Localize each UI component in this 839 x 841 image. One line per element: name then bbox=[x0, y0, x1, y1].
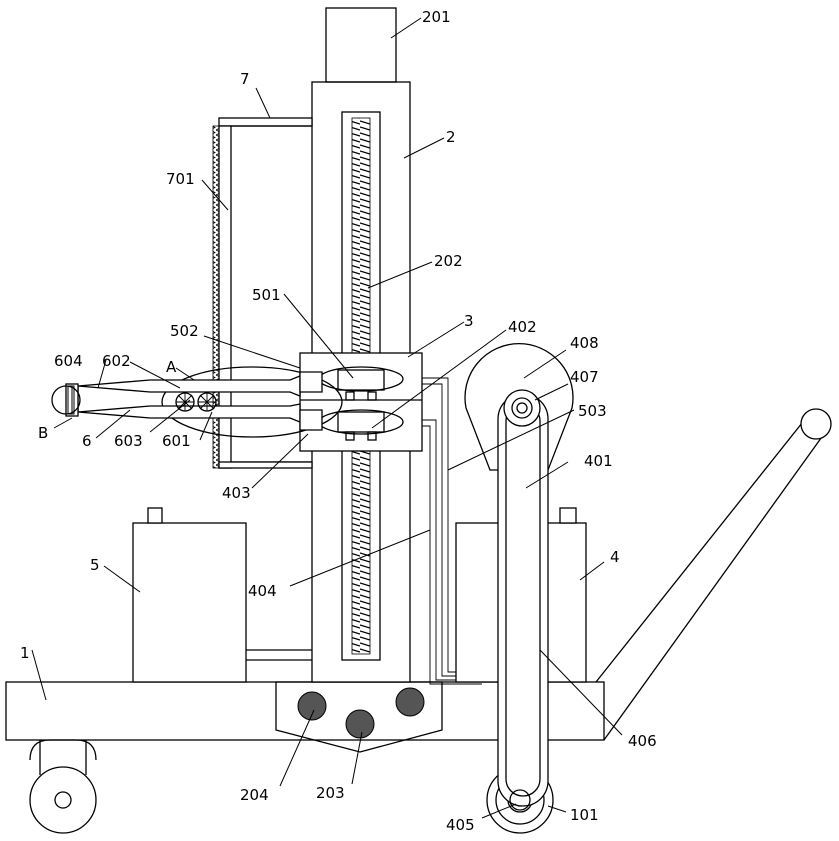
label-602: 602 bbox=[102, 352, 131, 370]
label-403: 403 bbox=[222, 484, 251, 502]
label-B: B bbox=[38, 424, 48, 442]
left-wheel bbox=[30, 740, 96, 833]
label-601: 601 bbox=[162, 432, 191, 450]
spray-nozzle bbox=[52, 367, 342, 437]
label-101: 101 bbox=[570, 806, 599, 824]
tank-left bbox=[133, 508, 246, 682]
label-502: 502 bbox=[170, 322, 199, 340]
label-A: A bbox=[166, 358, 177, 376]
label-201: 201 bbox=[422, 8, 451, 26]
label-406: 406 bbox=[628, 732, 657, 750]
label-204: 204 bbox=[240, 786, 269, 804]
label-407: 407 bbox=[570, 368, 599, 386]
label-7: 7 bbox=[240, 70, 250, 88]
label-3: 3 bbox=[464, 312, 474, 330]
label-2: 2 bbox=[446, 128, 456, 146]
label-501: 501 bbox=[252, 286, 281, 304]
label-402: 402 bbox=[508, 318, 537, 336]
label-405: 405 bbox=[446, 816, 475, 834]
top-motor bbox=[326, 8, 396, 82]
slider-block bbox=[300, 353, 422, 451]
label-401: 401 bbox=[584, 452, 613, 470]
label-503: 503 bbox=[578, 402, 607, 420]
label-6: 6 bbox=[82, 432, 92, 450]
label-604: 604 bbox=[54, 352, 83, 370]
label-202: 202 bbox=[434, 252, 463, 270]
label-701: 701 bbox=[166, 170, 195, 188]
gearbox-housing bbox=[276, 682, 442, 752]
label-1: 1 bbox=[20, 644, 30, 662]
label-203: 203 bbox=[316, 784, 345, 802]
label-408: 408 bbox=[570, 334, 599, 352]
push-handle bbox=[596, 409, 831, 740]
label-5: 5 bbox=[90, 556, 100, 574]
label-404: 404 bbox=[248, 582, 277, 600]
label-4: 4 bbox=[610, 548, 620, 566]
label-603: 603 bbox=[114, 432, 143, 450]
